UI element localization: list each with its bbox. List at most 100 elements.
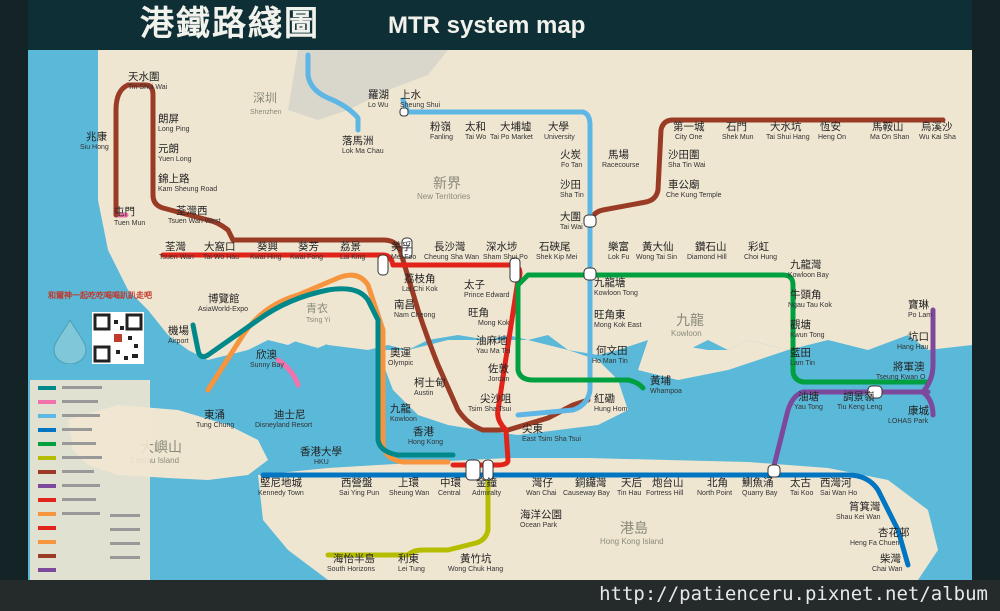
station-label: 長沙灣 — [434, 241, 466, 253]
region-kowloon-en: Kowloon — [671, 329, 702, 338]
station-label: 將軍澳 — [893, 360, 925, 373]
station-label: 柴灣 — [880, 552, 901, 565]
station-label: 機場 — [168, 324, 189, 337]
station-label: Tsim Sha Tsui — [468, 406, 511, 413]
station-label: Central — [438, 490, 461, 497]
station-label: Causeway Bay — [563, 490, 610, 497]
station-label: Heng Fa Chuen — [850, 540, 900, 547]
station-label: 粉嶺 — [430, 120, 451, 133]
station-label: Tiu Keng Leng — [837, 404, 882, 411]
station-label: 尖東 — [522, 422, 543, 435]
station-label: 紅磡 — [594, 392, 615, 405]
station-label: Heng On — [818, 134, 846, 141]
station-label: Sai Ying Pun — [339, 490, 379, 497]
station-label: Kwun Tong — [790, 332, 825, 339]
station-label: Austin — [414, 390, 434, 397]
station-label: Chai Wan — [872, 566, 903, 573]
station-label: Fo Tan — [561, 162, 582, 169]
station-label: 荔枝角 — [404, 272, 436, 285]
station-label: Hong Kong — [408, 439, 443, 446]
station-label: Tuen Mun — [114, 220, 145, 227]
station-label: Kowloon Tong — [594, 290, 638, 297]
station-label: 黃埔 — [650, 374, 671, 387]
line-west-rail — [113, 82, 131, 218]
station-label: Lai Chi Kok — [402, 286, 438, 293]
station-label: Tsuen Wan — [159, 254, 194, 261]
station-label: 中環 — [440, 476, 461, 489]
region-kowloon: 九龍 — [676, 312, 704, 329]
station-label: North Point — [697, 490, 732, 497]
title-english: MTR system map — [388, 12, 586, 39]
qr-code-icon[interactable] — [92, 312, 144, 364]
land-shenzhen — [288, 50, 448, 120]
station-label: 天后 — [621, 477, 642, 489]
station-label: Airport — [168, 338, 189, 345]
station-label: 元朗 — [158, 143, 179, 155]
station-label: 坑口 — [908, 330, 929, 343]
station-label: LOHAS Park — [888, 418, 929, 425]
station-label: 筲箕灣 — [849, 500, 881, 513]
station-label: 香港 — [413, 426, 434, 438]
station-label: Fanling — [430, 134, 453, 141]
region-lantau: 大嶼山 — [140, 440, 182, 456]
station-label: Tai Shui Hang — [766, 134, 810, 141]
station-label: Cheung Sha Wan — [424, 254, 479, 261]
station-label: 迪士尼 — [274, 408, 306, 421]
station-label: 牛頭角 — [790, 288, 822, 301]
station-label: East Tsim Sha Tsui — [522, 436, 581, 443]
station-label: 上水 — [400, 89, 421, 101]
station-label: 南昌 — [394, 298, 415, 311]
station-label: 羅湖 — [368, 89, 389, 101]
station-label: Lai King — [340, 254, 365, 261]
lai-king-interchange — [377, 254, 389, 276]
line-airport-express — [190, 286, 456, 458]
station-label: 太子 — [464, 278, 485, 291]
footer-bar — [0, 580, 1000, 611]
prince-edward-interchange — [509, 257, 521, 283]
station-label: Lei Tung — [398, 566, 425, 573]
station-label: 馬鞍山 — [872, 120, 904, 133]
station-label: 香港大學 — [300, 445, 342, 458]
station-label: Yuen Long — [158, 156, 192, 163]
station-label: Sunny Bay — [250, 362, 284, 369]
station-labels: 天水圍 Tin Shui Wai 朗屏 Long Ping 兆康 Siu Hon… — [80, 71, 956, 573]
promo-text: 和爾神一起吃吃喝喝趴趴走吧 — [48, 291, 152, 300]
station-label: Ocean Park — [520, 522, 557, 529]
station-label: Choi Hung — [744, 254, 777, 261]
station-label: 油麻地 — [476, 334, 508, 347]
station-label: 欣澳 — [256, 348, 277, 361]
region-tsingyi: 青衣 — [306, 301, 328, 315]
station-label: 何文田 — [596, 344, 628, 357]
line-tuen-ma-west — [125, 82, 236, 243]
station-label: 石門 — [726, 121, 747, 133]
tko-interchange — [867, 385, 883, 399]
station-label: 屯門 — [114, 205, 135, 218]
station-label: Yau Ma Tei — [476, 348, 511, 355]
station-label: Tseung Kwan O — [876, 374, 926, 381]
station-label: Kowloon — [390, 416, 417, 423]
station-label: Mong Kok East — [594, 322, 642, 329]
station-label: Lam Tin — [790, 360, 815, 367]
station-label: Tin Hau — [617, 490, 641, 497]
station-label: 第一城 — [673, 120, 705, 133]
station-label: Wong Tai Sin — [636, 254, 677, 261]
station-label: Mong Kok — [478, 320, 510, 327]
region-nt: 新界 — [433, 176, 461, 192]
station-label: 深水埗 — [486, 240, 518, 253]
station-label: Lok Ma Chau — [342, 148, 384, 155]
station-label: Wan Chai — [526, 490, 557, 497]
region-shenzhen-en: Shenzhen — [250, 109, 282, 116]
station-label: 觀塘 — [790, 318, 811, 331]
station-label: 荃灣 — [165, 240, 186, 253]
station-label: 兆康 — [86, 130, 107, 143]
station-label: 烏溪沙 — [921, 120, 953, 133]
station-label: 彩虹 — [748, 241, 769, 253]
station-label: 尖沙咀 — [480, 392, 512, 405]
line-tuen-ma-east — [587, 117, 946, 225]
tai-wai-interchange — [583, 214, 597, 228]
station-label: 荔景 — [340, 240, 361, 253]
station-label: Lo Wu — [368, 102, 388, 109]
region-shenzhen: 深圳 — [253, 91, 277, 105]
station-label: 旺角 — [468, 307, 489, 319]
station-label: 恆安 — [820, 120, 841, 133]
